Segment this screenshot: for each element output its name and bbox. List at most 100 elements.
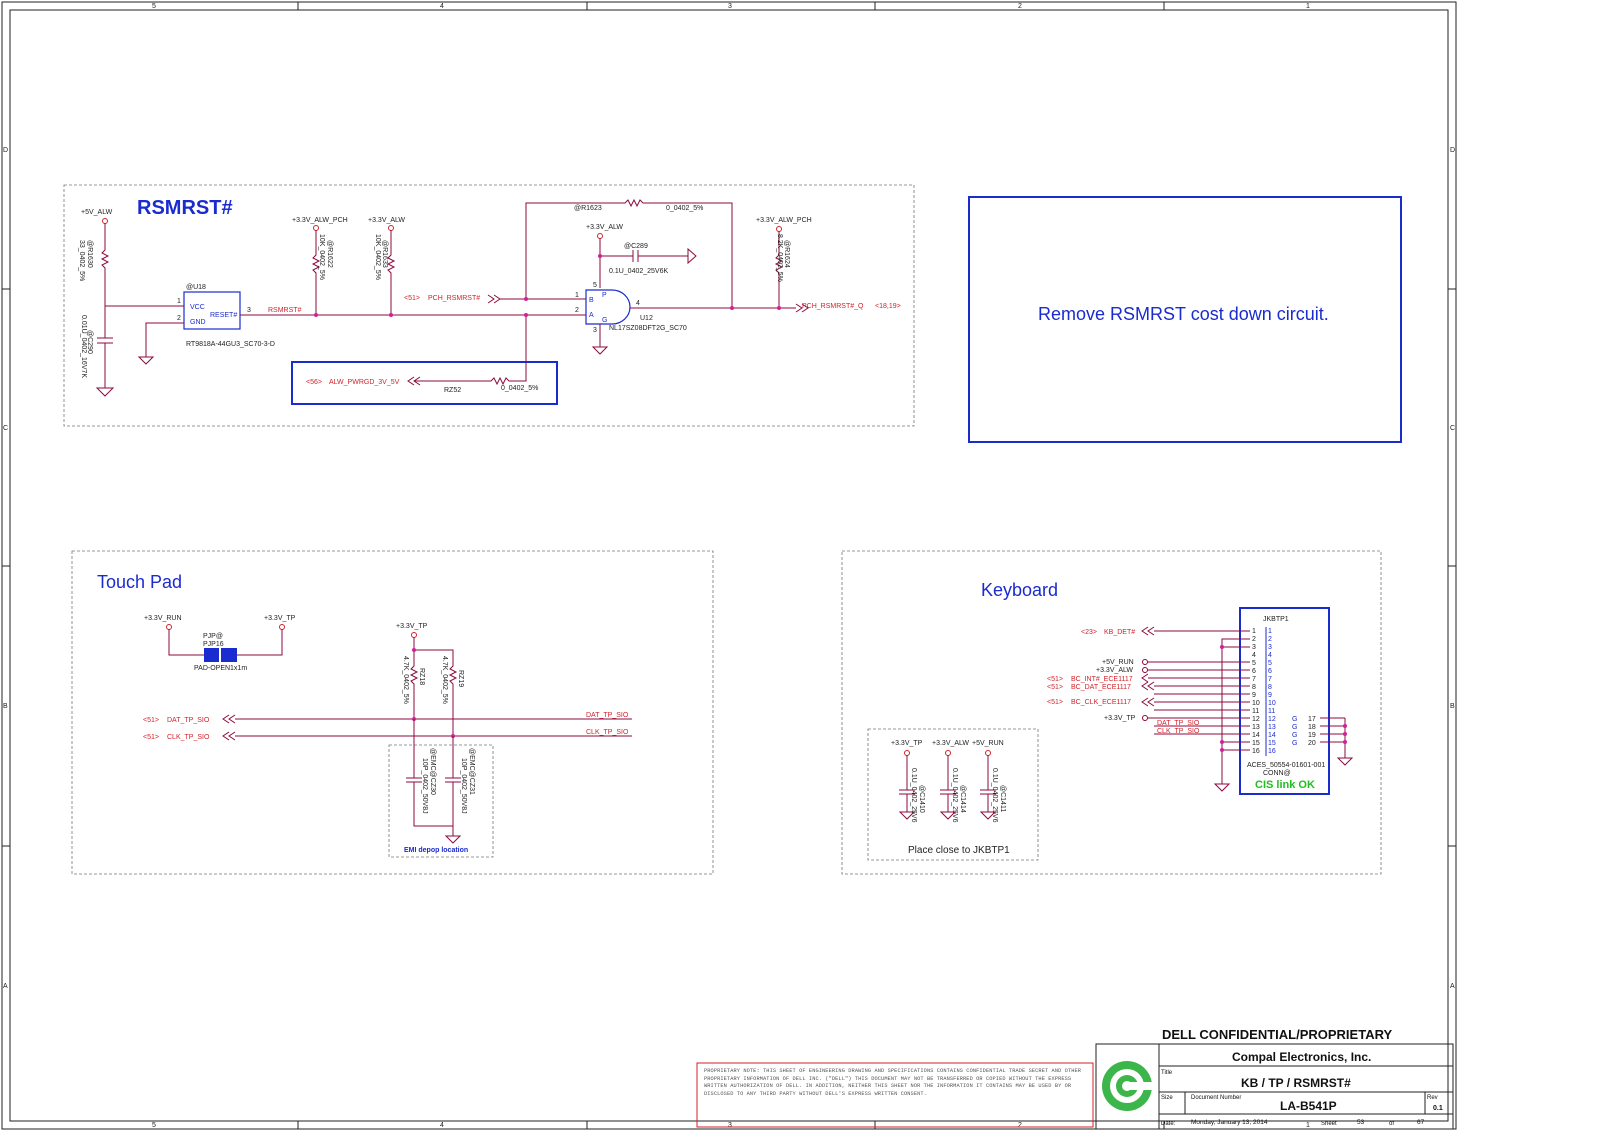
jkbtp1-conn-at: CONN@ xyxy=(1263,770,1291,777)
u12-pin-p: P xyxy=(602,292,607,299)
c290-ref: @C290 xyxy=(86,330,93,354)
connector-pin-number: 16 xyxy=(1252,748,1260,755)
u18-pin-gnd: GND xyxy=(190,319,206,326)
u12-pin5: 5 xyxy=(593,282,597,289)
cz30-ref: @EMC@CZ30 xyxy=(429,748,436,795)
net-33v-tp-label: +3.3V_TP xyxy=(264,615,296,622)
connector-pin-number: 6 xyxy=(1252,668,1256,675)
ground-symbol xyxy=(979,811,997,820)
u12-pin1: 1 xyxy=(575,292,579,299)
connector-pin-g: G xyxy=(1292,716,1297,723)
bc-int-ref: <51> xyxy=(1047,676,1063,683)
col-label-3: 3 xyxy=(728,3,732,10)
r1622-value: 10K_0402_5% xyxy=(318,234,325,280)
r1624-resistor xyxy=(774,231,784,308)
connector-pin-number: 10 xyxy=(1252,700,1260,707)
bc-clk-ref: <51> xyxy=(1047,699,1063,706)
clk-tp-ref: <51> xyxy=(143,734,159,741)
emi-note: EMI depop location xyxy=(404,847,468,854)
place-note: Place close to JKBTP1 xyxy=(908,845,1010,856)
connector-pin-number: 17 xyxy=(1308,716,1316,723)
offpage-connector xyxy=(795,303,809,313)
connector-pin-number: 15 xyxy=(1252,740,1260,747)
jkbtp1-part: ACES_50554-01601-001 xyxy=(1247,762,1325,769)
proprietary-note-text: PROPRIETARY NOTE: THIS SHEET OF ENGINEER… xyxy=(704,1068,1082,1097)
connector-pin-number: 11 xyxy=(1252,708,1259,715)
r1624-value: 8.2K_0402_5% xyxy=(776,234,783,282)
keyboard-dashed-box xyxy=(841,550,1382,875)
c289-ref: @C289 xyxy=(624,243,648,250)
of-label: of xyxy=(1389,1121,1394,1127)
connector-pin-g: G xyxy=(1292,724,1297,731)
row-label-b-right: B xyxy=(1450,703,1455,710)
rz52-ref: RZ52 xyxy=(444,387,461,394)
touchpad-title: Touch Pad xyxy=(97,572,182,592)
connector-pin-label: 9 xyxy=(1268,692,1272,699)
u18-ref: @U18 xyxy=(186,284,206,291)
connector-pin-g: G xyxy=(1292,732,1297,739)
u18-pin1: 1 xyxy=(177,298,181,305)
offpage-connector xyxy=(1141,697,1155,707)
u18-pin-vcc: VCC xyxy=(190,304,205,311)
net-33v-tp-kb-label: +3.3V_TP xyxy=(1104,715,1136,722)
company-name: Compal Electronics, Inc. xyxy=(1232,1050,1371,1064)
pjp-part: PAD-OPEN1x1m xyxy=(194,665,247,672)
power-port-33v-tp xyxy=(279,624,285,630)
cap-ref: @C1410 xyxy=(918,785,925,813)
rsmrst-dashed-box xyxy=(63,184,915,427)
net-33v-alw-u12-label: +3.3V_ALW xyxy=(586,224,623,231)
power-port-33v-alw-u12 xyxy=(597,233,603,239)
u12-pin3: 3 xyxy=(593,327,597,334)
rz52-value: 0_0402_5% xyxy=(501,385,538,392)
c289-value: 0.1U_0402_25V6K xyxy=(609,268,668,275)
ground-symbol xyxy=(137,356,155,365)
net-33v-alw-label: +3.3V_ALW xyxy=(368,217,405,224)
touchpad-block: Touch Pad +3.3V_RUN +3.3V_TP PJP@ PJP16 … xyxy=(71,550,714,875)
r1624-ref: @R1624 xyxy=(783,240,790,268)
offpage-connector xyxy=(1141,626,1155,636)
c289-capacitor xyxy=(600,250,688,262)
r1622-ref: @R1622 xyxy=(326,240,333,268)
u12-part: NL17SZ08DFT2G_SC70 xyxy=(609,325,687,332)
u18-chip[interactable] xyxy=(183,291,241,330)
rz18-resistor xyxy=(409,637,419,720)
connector-pin-number: 3 xyxy=(1252,644,1256,651)
row-label-c: C xyxy=(3,425,8,432)
u12-pin4: 4 xyxy=(636,300,640,307)
date-label: Date: xyxy=(1161,1121,1176,1127)
bc-clk-net: BC_CLK_ECE1117 xyxy=(1071,699,1131,706)
col-label-1: 1 xyxy=(1306,3,1310,10)
cz30-capacitor xyxy=(406,719,453,827)
net-33v-tp2-label: +3.3V_TP xyxy=(396,623,428,630)
rz18-ref: RZ18 xyxy=(418,668,425,685)
u12-and-gate[interactable] xyxy=(585,289,631,325)
dat-tp-net: DAT_TP_SIO xyxy=(167,717,210,724)
clk-tp-kb-net: CLK_TP_SIO xyxy=(1157,728,1200,735)
connector-pin-label: 8 xyxy=(1268,684,1272,691)
connector-pin-label: 4 xyxy=(1268,652,1272,659)
connector-pin-number: 8 xyxy=(1252,684,1256,691)
col-label-5-bottom: 5 xyxy=(152,1122,156,1129)
row-label-d-right: D xyxy=(1450,147,1455,154)
pch-rsmrst-ref: <51> xyxy=(404,295,420,302)
connector-pin-number: 14 xyxy=(1252,732,1260,739)
revision: 0.1 xyxy=(1433,1105,1443,1112)
cap-ref: @C1411 xyxy=(999,785,1006,812)
connector-pin-g: G xyxy=(1292,740,1297,747)
power-port-33v-run xyxy=(166,624,172,630)
connector-pin-label: 11 xyxy=(1268,708,1275,715)
confidential-banner: DELL CONFIDENTIAL/PROPRIETARY xyxy=(1162,1027,1392,1042)
jkbtp1-connector[interactable] xyxy=(1239,607,1330,795)
net-rsmrst: RSMRST# xyxy=(268,307,302,314)
offpage-connector xyxy=(222,731,236,741)
offpage-connector xyxy=(487,294,501,304)
rev-label: Rev xyxy=(1427,1095,1438,1101)
rz19-ref: RZ19 xyxy=(457,670,464,687)
connector-pin-number: 19 xyxy=(1308,732,1316,739)
compal-logo xyxy=(1102,1061,1153,1111)
jkbtp1-ref: JKBTP1 xyxy=(1263,616,1289,623)
net-5v-run-label: +5V_RUN xyxy=(1102,659,1134,666)
u12-ref: U12 xyxy=(640,315,653,322)
u18-pin3: 3 xyxy=(247,307,251,314)
connector-pin-number: 2 xyxy=(1252,636,1256,643)
